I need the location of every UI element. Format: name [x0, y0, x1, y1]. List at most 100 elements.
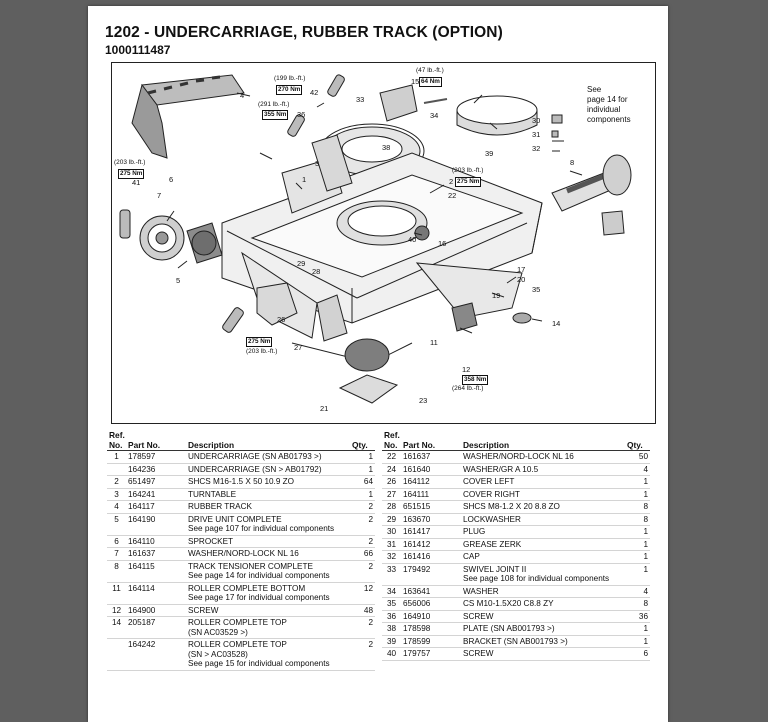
- callout-21: 21: [320, 404, 329, 413]
- ref-cell: 35: [382, 597, 401, 611]
- description-cell: UNDERCARRIAGE (SN > AB01792): [186, 463, 350, 476]
- ref-cell: 11: [107, 582, 126, 605]
- qty-cell: 2: [350, 513, 375, 536]
- callout-1: 1: [302, 175, 307, 184]
- description-cell: TURNTABLE: [186, 488, 350, 501]
- part-number-cell: 164110: [126, 535, 186, 548]
- part-number-cell: 164910: [401, 610, 461, 623]
- callout-16: 16: [438, 239, 447, 248]
- part-number-cell: 164117: [126, 500, 186, 514]
- row-note: See page 108 for individual components: [463, 574, 610, 583]
- part-number-cell: 161637: [126, 547, 186, 561]
- torque-203-ft-bottom: (203 lb.-ft.): [246, 348, 278, 355]
- callout-32: 32: [532, 144, 541, 153]
- ref-cell: 31: [382, 538, 401, 551]
- row-note: See page 14 for individual components: [188, 571, 330, 580]
- callout-22: 22: [448, 191, 457, 200]
- ref-cell: [107, 463, 126, 476]
- qty-cell: 36: [625, 610, 650, 623]
- part-number-cell: 178599: [401, 635, 461, 648]
- assembly-part-number: 1000111487: [105, 43, 171, 57]
- col-qty: Qty.: [350, 440, 375, 451]
- callout-12: 12: [462, 365, 471, 374]
- part-number-cell: 163670: [401, 513, 461, 526]
- qty-cell: 8: [625, 513, 650, 526]
- part-number-cell: 163641: [401, 585, 461, 598]
- description-cell: WASHER/NORD-LOCK NL 16: [186, 547, 350, 561]
- torque-199-ft: (199 lb.-ft.): [274, 75, 306, 82]
- ref-cell: 3: [107, 488, 126, 501]
- qty-cell: 8: [625, 597, 650, 611]
- part-number-cell: 161640: [401, 463, 461, 476]
- qty-cell: 64: [350, 475, 375, 489]
- callout-39: 39: [485, 149, 494, 158]
- callout-19: 19: [492, 291, 501, 300]
- torque-264-ft: (264 lb.-ft.): [452, 385, 484, 392]
- col-part-no: Part No.: [126, 440, 186, 451]
- ref-cell: 8: [107, 560, 126, 583]
- row-note: See page 107 for individual components: [188, 524, 335, 533]
- description-cell: COVER LEFT: [461, 475, 625, 489]
- ref-cell: 38: [382, 622, 401, 636]
- qty-cell: 4: [625, 463, 650, 476]
- part-number-cell: 161637: [401, 450, 461, 464]
- callout-34: 34: [430, 111, 439, 120]
- qty-cell: 2: [350, 560, 375, 583]
- part-number-cell: 164242: [126, 638, 186, 671]
- callout-27: 27: [294, 343, 303, 352]
- exploded-parts-diagram: 4 42 36 33 15 34 39 30 31 32 8 38 3 1 2 …: [111, 62, 656, 424]
- callout-7: 7: [157, 191, 162, 200]
- description-cell: WASHER/NORD-LOCK NL 16: [461, 450, 625, 464]
- part-number-cell: 164111: [401, 488, 461, 501]
- ref-cell: 29: [382, 513, 401, 526]
- ref-cell: [107, 638, 126, 671]
- description-cell: CS M10-1.5X20 C8.8 ZY: [461, 597, 625, 611]
- col-part-no: Part No.: [401, 440, 461, 451]
- description-cell: ROLLER COMPLETE TOP(SN AC03529 >): [186, 616, 350, 639]
- description-cell: SPROCKET: [186, 535, 350, 548]
- ref-cell: 32: [382, 550, 401, 564]
- torque-291-ft: (291 lb.-ft.): [258, 101, 290, 108]
- col-qty: Qty.: [625, 440, 650, 451]
- callout-6: 6: [169, 175, 174, 184]
- ref-cell: 34: [382, 585, 401, 598]
- ref-cell: 27: [382, 488, 401, 501]
- callout-2: 2: [449, 177, 454, 186]
- diagram-drawing: [119, 74, 632, 404]
- description-cell: ROLLER COMPLETE TOP(SN > AC03528)See pag…: [186, 638, 350, 671]
- torque-275-nm-left: 275 Nm: [118, 169, 145, 179]
- part-number-cell: 179757: [401, 647, 461, 661]
- qty-cell: 12: [350, 582, 375, 605]
- col-ref-no: No.: [107, 440, 126, 451]
- qty-cell: 1: [350, 463, 375, 476]
- qty-cell: 1: [625, 525, 650, 539]
- torque-358-nm: 358 Nm: [462, 375, 489, 385]
- part-number-cell: 161412: [401, 538, 461, 551]
- qty-cell: 6: [625, 647, 650, 661]
- callout-29: 29: [297, 259, 306, 268]
- row-note: (SN > AC03528): [188, 649, 248, 659]
- torque-270-nm: 270 Nm: [276, 85, 303, 95]
- ref-cell: 28: [382, 500, 401, 514]
- qty-cell: 1: [625, 538, 650, 551]
- callout-36: 36: [297, 110, 306, 119]
